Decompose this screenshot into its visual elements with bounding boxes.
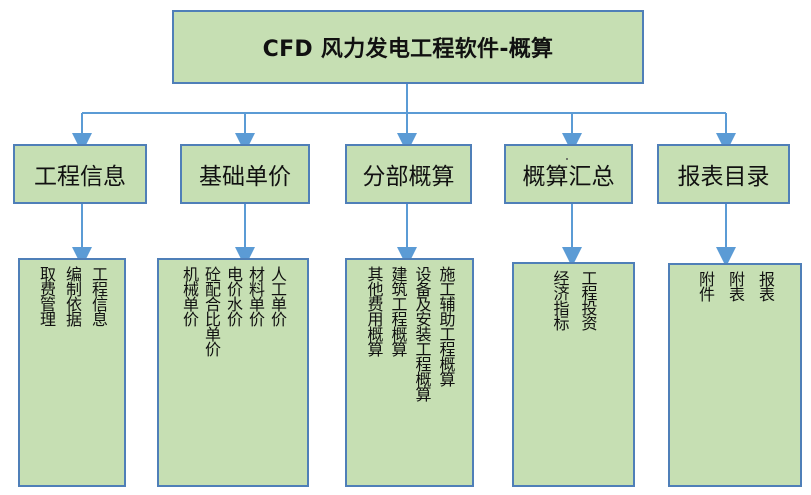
detail-item-project-investment: 工程投资 [578, 270, 598, 330]
detail-item-machinery-unit-price: 机械单价 [180, 266, 199, 326]
detail-item-electricity-water-price: 电价水价 [224, 266, 243, 326]
category-label-basic-unit-price: 基础单价 [199, 164, 291, 190]
detail-item-attachments: 附件 [696, 271, 715, 301]
category-box-estimate-summary: 概算汇总 [504, 144, 633, 204]
category-label-estimate-summary: 概算汇总 [522, 164, 615, 190]
detail-item-concrete-mix-unit-price: 砼配合比单价 [202, 266, 221, 356]
detail-item-compilation-basis: 编制依据 [63, 266, 82, 326]
category-label-project-info: 工程信息 [34, 164, 126, 190]
root-node: CFD 风力发电工程软件-概算 [172, 10, 644, 84]
category-box-basic-unit-price: 基础单价 [180, 144, 310, 204]
diagram-title: CFD 风力发电工程软件-概算 [262, 37, 554, 62]
detail-item-construction-auxiliary-estimate: 施工辅助工程概算 [436, 266, 456, 386]
detail-box-section-estimate: 其他费用概算 建筑工程概算 设备及安装工程概算 施工辅助工程概算 [345, 258, 474, 487]
detail-item-labor-unit-price: 人工单价 [268, 266, 287, 326]
category-box-project-info: 工程信息 [13, 144, 147, 204]
detail-item-project-info: 工程信息 [89, 266, 108, 326]
detail-box-estimate-summary: 经济指标 工程投资 [512, 262, 635, 487]
detail-item-appendix-table: 附表 [726, 271, 745, 301]
detail-box-project-info: 取费管理 编制依据 工程信息 [18, 258, 126, 487]
detail-item-equipment-installation-estimate: 设备及安装工程概算 [412, 266, 432, 401]
detail-item-report: 报表 [756, 271, 775, 301]
detail-item-other-cost-estimate: 其他费用概算 [364, 266, 384, 356]
category-box-section-estimate: 分部概算 [345, 144, 472, 204]
category-box-report-directory: 报表目录 [657, 144, 790, 204]
detail-item-building-engineering-estimate: 建筑工程概算 [388, 266, 408, 356]
stray-dot [566, 158, 568, 160]
category-label-report-directory: 报表目录 [677, 164, 770, 190]
category-label-section-estimate: 分部概算 [362, 164, 455, 190]
detail-item-fee-management: 取费管理 [37, 266, 56, 326]
detail-item-economic-indicators: 经济指标 [550, 270, 570, 330]
detail-box-basic-unit-price: 机械单价 砼配合比单价 电价水价 材料单价 人工单价 [157, 258, 309, 487]
detail-box-report-directory: 附件 附表 报表 [668, 263, 802, 487]
detail-item-material-unit-price: 材料单价 [246, 266, 265, 326]
